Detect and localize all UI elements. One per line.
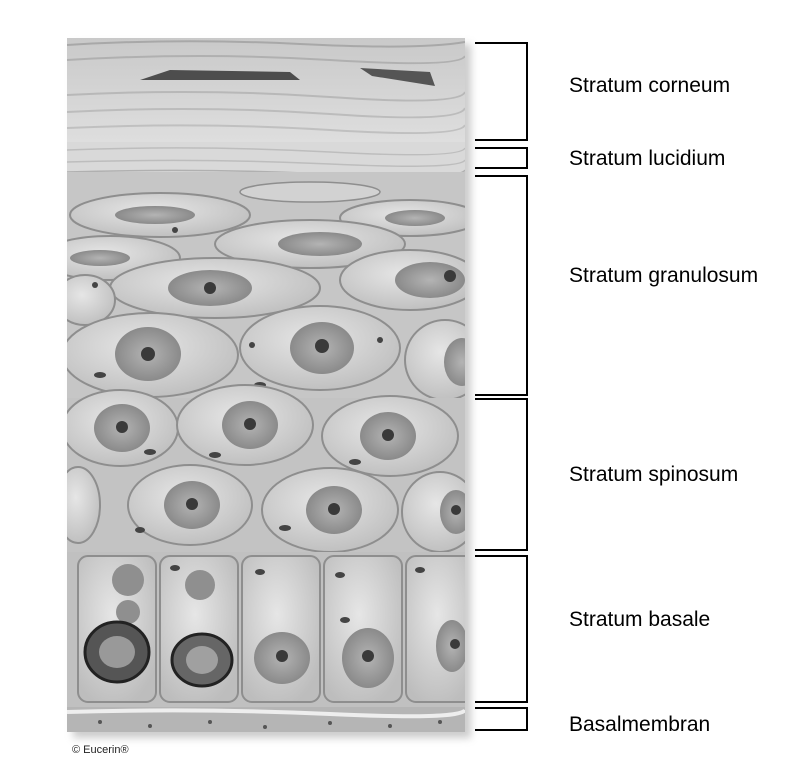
bracket-stratum-granulosum	[475, 176, 527, 395]
bracket-stratum-spinosum	[475, 399, 527, 550]
bracket-stratum-corneum	[475, 43, 527, 140]
label-basalmembran: Basalmembran	[569, 713, 710, 737]
copyright-notice: © Eucerin®	[72, 744, 129, 756]
stratum-granulosum-illustration	[40, 172, 485, 400]
stratum-spinosum-illustration	[56, 385, 478, 552]
stratum-basale-illustration	[67, 552, 476, 707]
label-stratum-granulosum: Stratum granulosum	[569, 264, 758, 288]
bracket-stratum-basale	[475, 556, 527, 702]
label-stratum-spinosum: Stratum spinosum	[569, 463, 738, 487]
layer-brackets	[475, 43, 527, 730]
label-stratum-basale: Stratum basale	[569, 608, 710, 632]
label-stratum-lucidium: Stratum lucidium	[569, 147, 725, 171]
stratum-corneum-illustration	[67, 38, 465, 142]
basal-membrane-illustration	[67, 707, 465, 732]
bracket-stratum-lucidium	[475, 148, 527, 168]
label-stratum-corneum: Stratum corneum	[569, 74, 730, 98]
stratum-lucidium-illustration	[67, 142, 465, 176]
bracket-basalmembran	[475, 708, 527, 730]
